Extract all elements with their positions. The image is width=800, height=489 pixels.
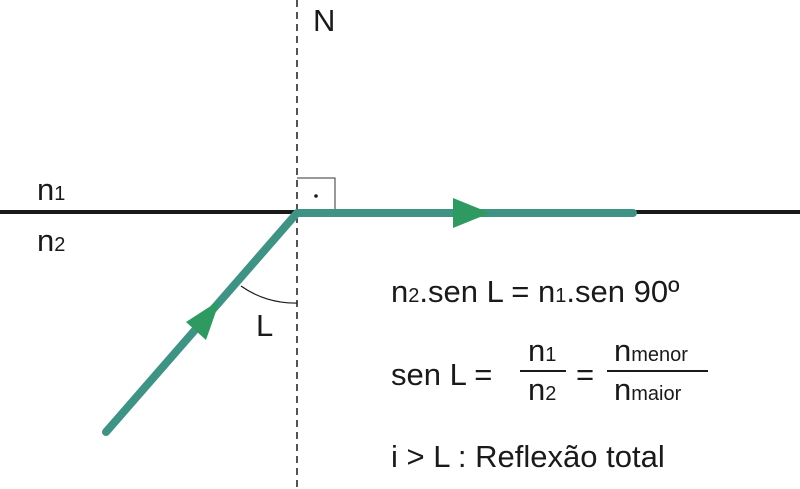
fraction2-num: nmenor [614, 333, 688, 368]
equation-snell: n2.sen L = n1.sen 90º [391, 274, 679, 309]
total-reflection-condition: i > L : Reflexão total [391, 439, 665, 474]
arrow-incident-icon [186, 300, 220, 340]
fraction-den: n2 [528, 372, 556, 407]
light-ray [102, 209, 637, 436]
limit-angle-label: L [256, 308, 273, 343]
equals-sign: = [576, 357, 594, 392]
medium1-label: n1 [37, 172, 65, 207]
normal-label: N [313, 3, 335, 38]
medium2-label: n2 [37, 223, 65, 258]
fraction2-den: nmaior [614, 372, 682, 407]
equation-sen-l: sen L = [391, 357, 492, 392]
fraction-num: n1 [528, 333, 556, 368]
right-angle-dot [314, 194, 318, 198]
angle-arc [240, 285, 298, 304]
arrow-refracted-icon [453, 198, 490, 228]
right-angle-marker [297, 177, 336, 210]
